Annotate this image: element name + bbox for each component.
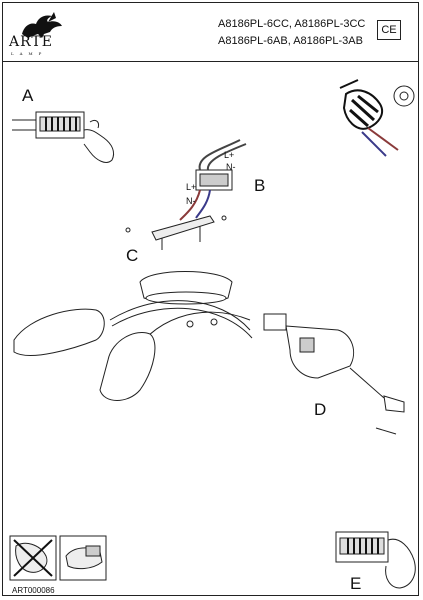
model-line-2: A8186PL-6AB, A8186PL-3AB bbox=[218, 35, 363, 47]
insulation-tape-illustration bbox=[339, 79, 415, 157]
model-numbers: A8186PL-6CC, A8186PL-3CC A8186PL-6AB, A8… bbox=[218, 16, 365, 50]
header-divider bbox=[2, 61, 419, 62]
wire-label-l-plus-1: L+ bbox=[224, 150, 235, 160]
wire-label-n-minus-2: N- bbox=[186, 196, 196, 206]
warning-no-touch-box bbox=[9, 535, 57, 581]
griffin-logo-icon bbox=[22, 12, 62, 39]
step-label-a: A bbox=[22, 86, 34, 105]
step-label-e: E bbox=[350, 574, 362, 593]
step-a-terminal-illustration bbox=[12, 111, 115, 163]
page-frame bbox=[2, 2, 419, 596]
step-b-wiring-illustration bbox=[179, 139, 247, 221]
step-label-b: B bbox=[254, 176, 266, 195]
step-label-d: D bbox=[314, 400, 327, 419]
brand-sub: LAMP bbox=[11, 51, 48, 56]
model-line-1: A8186PL-6CC, A8186PL-3CC bbox=[218, 18, 366, 30]
step-e-terminal-illustration bbox=[335, 531, 416, 589]
step-c-mounting-bracket bbox=[125, 215, 227, 250]
wire-label-l-plus-2: L+ bbox=[186, 182, 197, 192]
warning-hand-box bbox=[59, 535, 107, 581]
ce-mark: CE bbox=[377, 20, 401, 40]
step-label-c: C bbox=[126, 246, 139, 265]
step-d-fixture-illustration bbox=[13, 271, 405, 435]
brand-name: ARTE bbox=[9, 34, 53, 50]
article-code: ART000086 bbox=[12, 586, 55, 595]
wire-label-n-minus-1: N- bbox=[226, 162, 236, 172]
